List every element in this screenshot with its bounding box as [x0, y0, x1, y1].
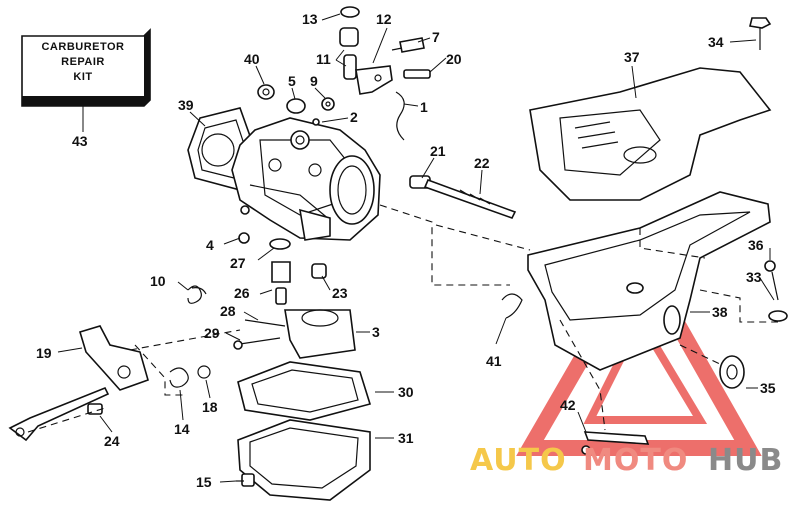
part-1-clip: [395, 91, 405, 141]
callout-33: 33: [746, 269, 762, 285]
part-7-screw: [391, 37, 425, 53]
callout-13: 13: [302, 11, 318, 27]
callout-10: 10: [150, 273, 166, 289]
part-34-screw: [749, 17, 772, 50]
callout-29: 29: [204, 325, 220, 341]
callout-1: 1: [420, 99, 428, 115]
part-13-ring: [340, 6, 360, 18]
part-27-washer: [269, 238, 291, 250]
callout-labels: 13 12 7 20 11 40 5 9 2 1 39 21 22 4 27 2…: [36, 11, 776, 490]
part-15-screw: [236, 473, 255, 487]
part-36-screw: [764, 260, 779, 301]
part-35-grommet: [719, 355, 745, 389]
part-40-plug: [257, 84, 275, 100]
callout-15: 15: [196, 474, 212, 490]
callout-28: 28: [220, 303, 236, 319]
part-2-pin: [312, 118, 320, 126]
callout-19: 19: [36, 345, 52, 361]
callout-27: 27: [230, 255, 246, 271]
part-31-bowl: [237, 419, 371, 501]
watermark-moto: MOTO: [583, 443, 688, 478]
part-4-ball: [238, 232, 250, 244]
callout-2: 2: [350, 109, 358, 125]
part-20-screw: [403, 69, 431, 79]
callout-22: 22: [474, 155, 490, 171]
part-37-silencer-cover: [529, 67, 772, 201]
part-12-lever: [355, 65, 393, 95]
callout-7: 7: [432, 29, 440, 45]
callout-31: 31: [398, 430, 414, 446]
part-33-washer: [768, 310, 788, 322]
part-3-float: [284, 309, 356, 359]
carburetor-body: [231, 117, 381, 241]
callout-30: 30: [398, 384, 414, 400]
part-10-spring: [187, 285, 207, 304]
callout-42: 42: [560, 397, 576, 413]
part-19-lever: [79, 325, 149, 391]
kit-line-1: CARBURETOR: [41, 41, 124, 53]
part-41-clip: [501, 293, 523, 319]
part-29-screw: [233, 337, 281, 350]
callout-23: 23: [332, 285, 348, 301]
leader-lines: [57, 13, 775, 483]
callout-18: 18: [202, 399, 218, 415]
callout-36: 36: [748, 237, 764, 253]
callout-38: 38: [712, 304, 728, 320]
callout-26: 26: [234, 285, 250, 301]
part-22-needle: [423, 178, 517, 219]
callout-4: 4: [206, 237, 214, 253]
watermark-logo: AUTO MOTO HUB: [470, 443, 783, 478]
part-42-bracket: [581, 431, 650, 455]
part-23-screw: [311, 263, 327, 279]
part-9-washer: [321, 97, 335, 111]
callout-20: 20: [446, 51, 462, 67]
callout-37: 37: [624, 49, 640, 65]
callout-12: 12: [376, 11, 392, 27]
callout-34: 34: [708, 34, 724, 50]
callout-3: 3: [372, 324, 380, 340]
part-11-float-valve: [339, 27, 359, 80]
part-14-spring: [169, 367, 189, 388]
watermark-hub: HUB: [708, 443, 783, 478]
callout-24: 24: [104, 433, 120, 449]
callout-21: 21: [430, 143, 446, 159]
callout-11: 11: [316, 51, 331, 67]
callout-35: 35: [760, 380, 776, 396]
kit-line-3: KIT: [73, 71, 92, 83]
part-24-link: [8, 386, 110, 442]
callout-43: 43: [72, 133, 88, 149]
callout-40: 40: [244, 51, 260, 67]
callout-14: 14: [174, 421, 190, 437]
part-18-ring: [197, 365, 211, 379]
callout-39: 39: [178, 97, 194, 113]
watermark-auto: AUTO: [470, 443, 567, 478]
kit-line-2: REPAIR: [61, 56, 105, 68]
callout-41: 41: [486, 353, 502, 369]
callout-5: 5: [288, 73, 296, 89]
part-38-silencer-base: [527, 191, 771, 371]
part-28-pin: [244, 319, 286, 327]
assembly-lines: [27, 204, 778, 433]
part-5-plug: [286, 98, 306, 114]
callout-9: 9: [310, 73, 318, 89]
repair-kit-box: CARBURETOR REPAIR KIT: [21, 28, 151, 107]
part-30-gasket: [237, 361, 372, 421]
part-26-jet: [271, 261, 291, 305]
